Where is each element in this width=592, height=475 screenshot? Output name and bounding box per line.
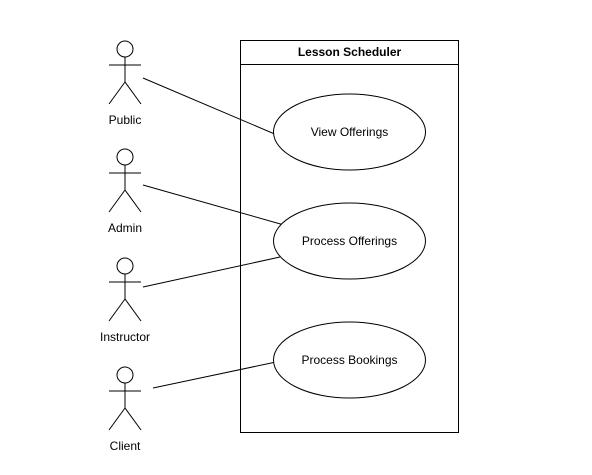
use-case-ellipse — [273, 202, 426, 280]
actor-client: Client — [108, 366, 142, 453]
use-case-ellipse — [273, 93, 426, 171]
use-case-view-offerings: View Offerings — [273, 93, 426, 171]
association-client-process-bookings — [152, 361, 277, 389]
associations — [142, 77, 285, 389]
stick-figure-icon — [108, 40, 142, 105]
association-public-view-offerings — [142, 77, 278, 136]
actor-label: Instructor — [100, 330, 150, 344]
actor-label: Public — [109, 113, 142, 127]
use-case-process-offerings: Process Offerings — [273, 202, 426, 280]
system-boundary: Lesson Scheduler — [240, 40, 459, 433]
system-box — [240, 40, 459, 433]
stick-figure-icon — [108, 148, 142, 213]
use-case-label: Process Offerings — [302, 234, 397, 248]
stick-figure-icon — [108, 257, 142, 322]
use-case-ellipse — [273, 321, 426, 399]
stick-figure-icon — [108, 366, 142, 431]
actor-public: Public — [108, 40, 142, 127]
actor-label: Admin — [108, 221, 142, 235]
actor-label: Client — [110, 439, 141, 453]
actor-admin: Admin — [108, 148, 142, 235]
system-title: Lesson Scheduler — [298, 45, 402, 59]
use-case-label: View Offerings — [311, 125, 389, 139]
association-instructor-process-offerings — [142, 256, 281, 288]
use-case-process-bookings: Process Bookings — [273, 321, 426, 399]
actor-instructor: Instructor — [100, 257, 150, 344]
use-case-label: Process Bookings — [301, 353, 397, 367]
association-admin-process-offerings — [142, 184, 285, 226]
